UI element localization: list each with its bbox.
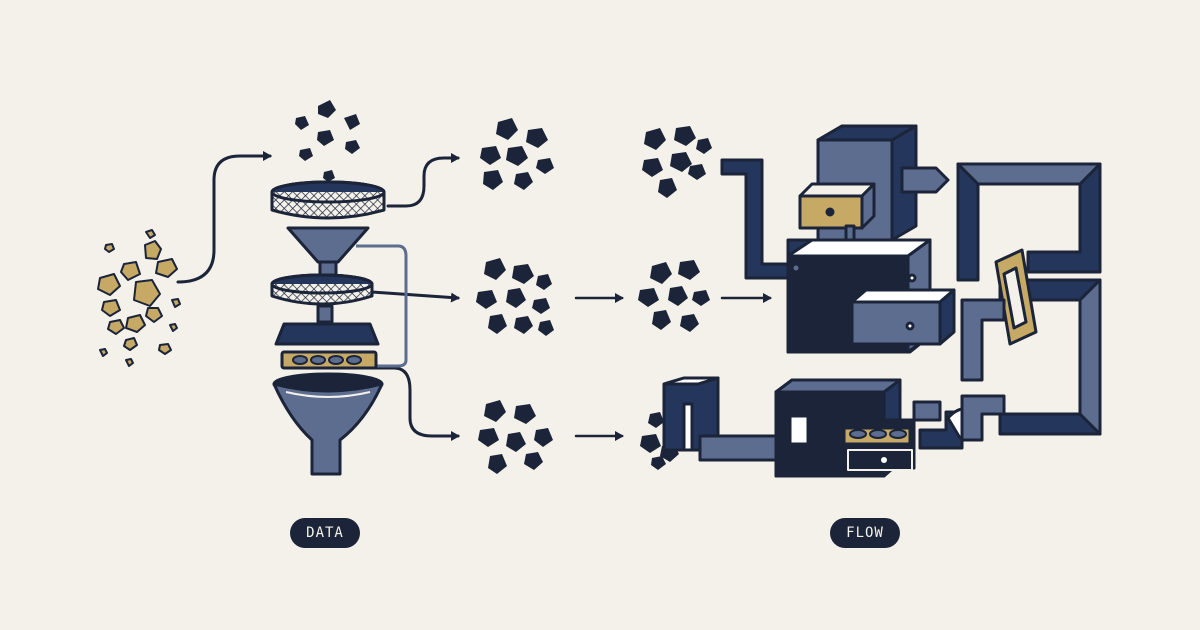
particle-cluster-mid-2 — [638, 260, 710, 332]
particle-cluster-bottom-1 — [478, 400, 553, 474]
flow-label: FLOW — [830, 518, 900, 548]
particle-cluster-mid-1 — [476, 258, 554, 336]
falling-particles — [295, 100, 360, 182]
raw-data-particles — [97, 229, 181, 367]
particle-cluster-top-1 — [480, 118, 554, 190]
particle-cluster-top-2 — [642, 126, 712, 198]
data-label: DATA — [290, 518, 360, 548]
pipeline-machinery — [662, 124, 1102, 478]
bypass-connector — [356, 244, 408, 368]
flow-arrows — [176, 151, 772, 441]
sieve-stack — [270, 180, 386, 476]
